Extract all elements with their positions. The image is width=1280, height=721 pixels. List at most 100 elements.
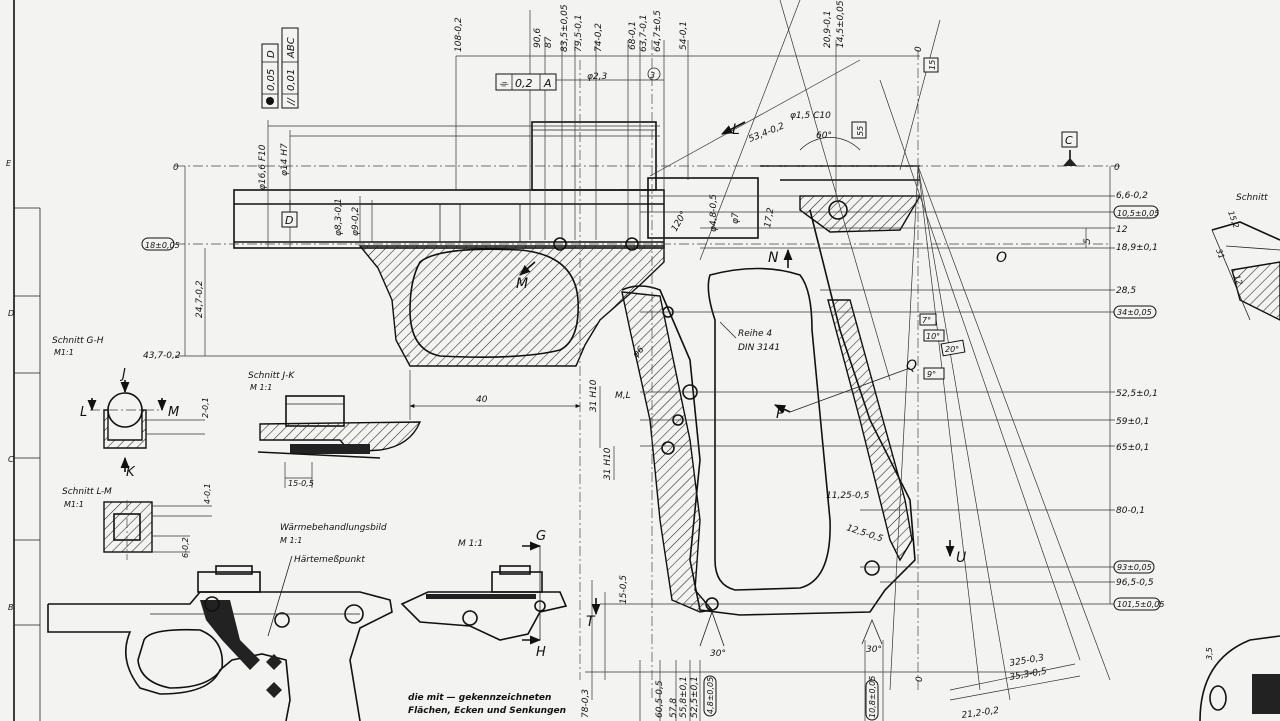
section-g-h: Schnitt G-H M1:1 J K L M 2-0,1 bbox=[52, 336, 210, 480]
dim-40: 40 bbox=[476, 395, 488, 405]
dim-34: 34±0,05 bbox=[1117, 308, 1152, 317]
letter-n: N bbox=[768, 250, 779, 266]
dim-0-top-a: 0 bbox=[914, 46, 924, 52]
dim-4: 4-0,1 bbox=[203, 483, 212, 504]
dim-0-left: 0 bbox=[173, 163, 179, 173]
datum-d-label: D bbox=[285, 214, 293, 227]
right-partial-section: Schnitt 15,2 31 12 3,5 bbox=[1199, 193, 1280, 721]
gh-letter-j: J bbox=[119, 367, 126, 382]
heat-treatment-view: Wärmebehandlungsbild M 1:1 Härtemeßpunkt bbox=[47, 523, 393, 721]
dim-43-7: 43,7-0,2 bbox=[143, 351, 181, 361]
letter-l: L bbox=[732, 122, 740, 138]
din-label: DIN 3141 bbox=[738, 343, 780, 353]
dim-52-5: 52,5±0,1 bbox=[1116, 389, 1158, 399]
small-detail-view: M 1:1 G H bbox=[400, 529, 568, 660]
dim-31-h10-a: 31 H10 bbox=[589, 379, 599, 412]
letter-q: Q bbox=[906, 358, 917, 374]
top-dimension-texts: 108-0,2 90,6 87 83,5±0,05 79,5-0,1 74-0,… bbox=[454, 0, 939, 151]
dim-80: 80-0,1 bbox=[1116, 506, 1145, 516]
section-l-m: Schnitt L-M M1:1 4-0,1 6-0,2 bbox=[62, 483, 212, 560]
dim-d7: φ7 bbox=[731, 212, 741, 224]
dim-87: 87 bbox=[544, 36, 554, 48]
section-jk-title: Schnitt J-K bbox=[248, 371, 295, 381]
datum-c-label: C bbox=[1065, 134, 1073, 147]
tol-frame-1-datum: A bbox=[543, 77, 552, 90]
partial-31: 31 bbox=[1214, 248, 1226, 261]
angle-9: 9° bbox=[927, 370, 936, 379]
dim-d8-3: φ8,3-0,1 bbox=[334, 198, 344, 236]
dim-20-9: 20,9-0,1 bbox=[823, 10, 833, 48]
section-j-k: Schnitt J-K M 1:1 15-0,5 bbox=[248, 371, 422, 488]
note-line-2: Flächen, Ecken und Senkungen bbox=[408, 706, 566, 716]
dim-11-25: 11,25-0,5 bbox=[826, 491, 870, 501]
dim-60-5: 60,5-0,5 bbox=[655, 680, 665, 718]
dim-59: 59±0,1 bbox=[1116, 417, 1149, 427]
dim-2: 2-0,1 bbox=[201, 397, 210, 418]
section-lm-scale: M1:1 bbox=[64, 500, 84, 509]
svg-text:E: E bbox=[6, 159, 12, 168]
hardness-point-label: Härtemeßpunkt bbox=[294, 555, 365, 565]
letter-p: P bbox=[776, 406, 785, 422]
dim-78: 78-0,3 bbox=[581, 689, 591, 718]
small-letter-h: H bbox=[536, 645, 546, 660]
dim-15-left: 15-0,5 bbox=[619, 575, 629, 604]
svg-text:3: 3 bbox=[650, 71, 655, 80]
angle-10: 10° bbox=[926, 332, 940, 341]
section-jk-scale: M 1:1 bbox=[250, 383, 272, 392]
sheet-frame: E D C B bbox=[6, 0, 41, 721]
heat-scale: M 1:1 bbox=[280, 536, 302, 545]
dim-5-right: 5 bbox=[1083, 238, 1093, 244]
dim-68: 68-0,1 bbox=[628, 21, 638, 50]
dim-14-5: 14,5±0,05 bbox=[836, 0, 846, 48]
dim-18-9: 18,9±0,1 bbox=[1116, 243, 1158, 253]
angle-20: 20° bbox=[945, 345, 959, 354]
series-label: Reihe 4 bbox=[738, 329, 772, 339]
partial-3-5: 3,5 bbox=[1205, 647, 1214, 660]
gh-letter-k: K bbox=[126, 465, 136, 480]
dim-31-h10-b: 31 H10 bbox=[603, 447, 613, 480]
dim-10-5: 10,5±0,05 bbox=[1117, 209, 1159, 218]
dim-4-8: 4,8±0,05 bbox=[706, 677, 715, 714]
left-dimension-texts: 0 φ16,6 F10 φ14 H7 18±0,05 24,7-0,2 43,7… bbox=[141, 143, 647, 718]
dim-24-7: 24,7-0,2 bbox=[195, 280, 205, 318]
dim-108: 108-0,2 bbox=[454, 17, 464, 52]
dim-52-5-b: 52,5±0,1 bbox=[690, 676, 700, 718]
middle-dimension-texts: 120° φ4,8-0,5 φ7 17,2 Reihe 4 DIN 3141 7… bbox=[670, 194, 966, 659]
svg-text://: // bbox=[286, 97, 297, 106]
dim-54: 54-0,1 bbox=[679, 21, 689, 50]
dim-d1-5: φ1,5 C10 bbox=[790, 111, 831, 121]
top-dimension-lines bbox=[455, 10, 920, 250]
tol-frame-1-value: 0,2 bbox=[515, 77, 533, 90]
section-gh-title: Schnitt G-H bbox=[52, 336, 104, 346]
dim-12: 12 bbox=[1116, 225, 1128, 235]
angle-60: 60° bbox=[816, 131, 832, 141]
dim-18: 18±0,05 bbox=[145, 241, 180, 250]
dim-d16-6: φ16,6 F10 bbox=[258, 144, 268, 190]
dim-96-5: 96,5-0,5 bbox=[1116, 578, 1154, 588]
dim-d9: φ9-0,2 bbox=[351, 207, 361, 236]
dim-63-7: 63,7-0,1 bbox=[639, 14, 649, 52]
dim-0-right: 0 bbox=[1114, 163, 1120, 173]
dim-28-5: 28,5 bbox=[1116, 286, 1136, 296]
angle-30-right: 30° bbox=[866, 645, 882, 655]
gh-letter-m: M bbox=[168, 405, 179, 420]
letter-m: M bbox=[516, 276, 528, 292]
angle-30-left: 30° bbox=[710, 649, 726, 659]
svg-text:D: D bbox=[8, 309, 14, 318]
tol-frame-3-datum: ABC bbox=[286, 37, 297, 59]
dim-64-7: 64,7±0,5 bbox=[653, 10, 663, 52]
angle-7: 7° bbox=[922, 316, 931, 325]
dim-57-8: 57,8 bbox=[669, 698, 679, 718]
letter-t: T bbox=[586, 614, 596, 630]
tol-frame-2-datum: D bbox=[266, 50, 277, 58]
dim-10-8: 10,8±0,05 bbox=[868, 676, 877, 718]
section-gh-scale: M1:1 bbox=[54, 348, 74, 357]
dim-65: 65±0,1 bbox=[1116, 443, 1149, 453]
section-lm-title: Schnitt L-M bbox=[62, 487, 112, 497]
letter-u: U bbox=[956, 550, 966, 566]
dim-101-5: 101,5±0,05 bbox=[1117, 600, 1164, 609]
dim-90-6: 90,6 bbox=[533, 28, 543, 48]
dim-79-5: 79,5-0,1 bbox=[574, 14, 584, 52]
right-section-title: Schnitt bbox=[1236, 193, 1268, 203]
